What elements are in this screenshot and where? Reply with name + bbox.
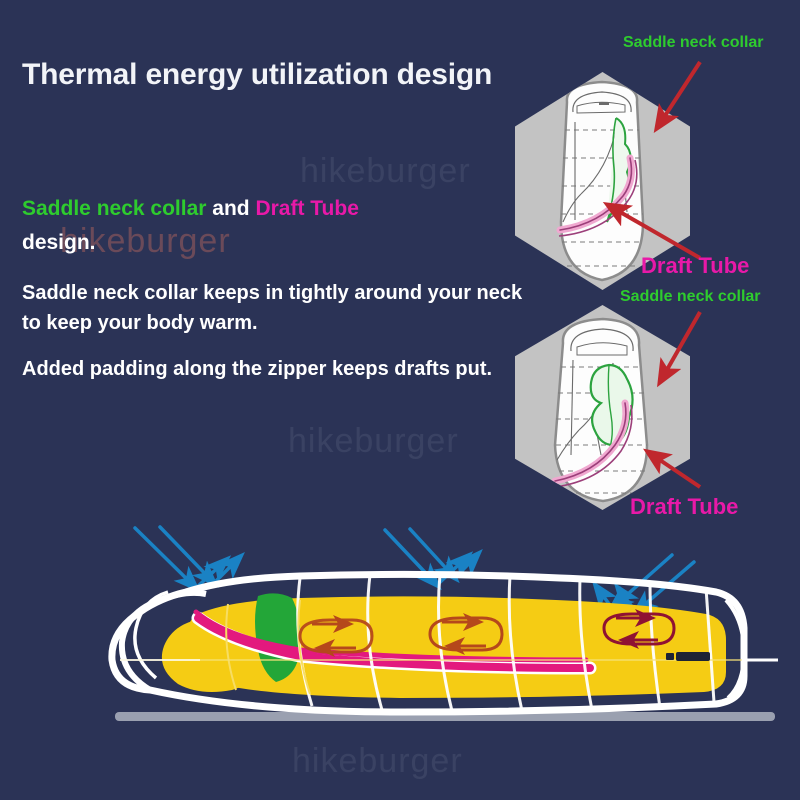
callout-draft-tube-top: Draft Tube: [641, 253, 750, 278]
page-title: Thermal energy utilization design: [22, 58, 493, 91]
copy-block: Saddle neck collar and Draft Tube design…: [22, 192, 542, 384]
keyword-draft-tube: Draft Tube: [255, 197, 359, 220]
lede-tail: design.: [22, 231, 96, 254]
watermark-brand: hikeburger: [300, 152, 471, 190]
keyword-saddle-neck-collar: Saddle neck collar: [22, 197, 207, 220]
lede-conjunction: and: [212, 197, 250, 220]
watermark-brand: hikeburger: [288, 422, 459, 460]
callout-saddle-neck-collar-top: Saddle neck collar: [623, 34, 764, 51]
body-paragraph-1: Saddle neck collar keeps in tightly arou…: [22, 282, 523, 334]
lede-line: Saddle neck collar and Draft Tube design…: [22, 192, 542, 260]
sleeping-bag-top-view-1: [556, 80, 645, 282]
body-paragraph-2: Added padding along the zipper keeps dra…: [22, 358, 493, 380]
sleeping-bag-top-view-2: [551, 317, 649, 503]
watermark-brand: hikeburger: [292, 742, 463, 780]
callout-draft-tube-bottom: Draft Tube: [630, 494, 739, 519]
foot-label-tag: [666, 652, 710, 661]
callout-saddle-neck-collar-bottom: Saddle neck collar: [620, 288, 761, 305]
